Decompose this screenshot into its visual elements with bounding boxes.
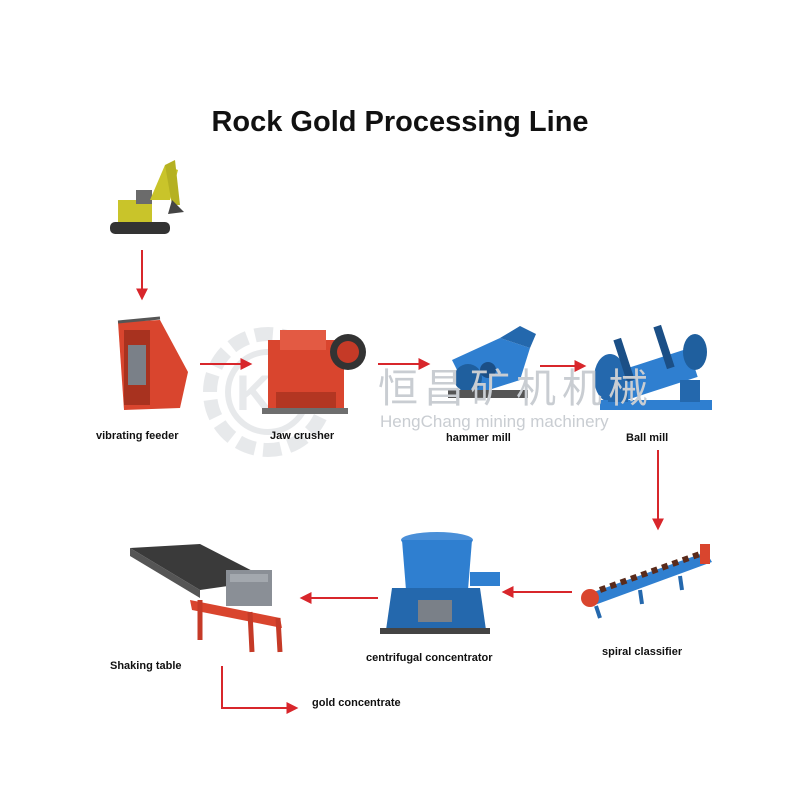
label-jaw-crusher: Jaw crusher	[270, 430, 335, 442]
watermark-english: HengChang mining machinery	[380, 412, 609, 431]
shaking-table-icon	[130, 544, 283, 653]
arrow-table-to-gold	[221, 666, 299, 714]
excavator-icon	[110, 160, 184, 234]
label-ball-mill: Ball mill	[626, 432, 669, 444]
vibrating-feeder-icon	[117, 316, 188, 410]
hammer-mill-icon	[448, 326, 536, 398]
ball-mill-icon	[594, 324, 712, 410]
label-shaking-table: Shaking table	[110, 660, 182, 672]
label-hammer-mill: hammer mill	[446, 432, 511, 444]
label-spiral-classifier: spiral classifier	[602, 646, 683, 658]
label-vibrating-feeder: vibrating feeder	[96, 430, 179, 442]
label-centrifugal-concentrator: centrifugal concentrator	[366, 652, 493, 664]
page-title: Rock Gold Processing Line	[211, 106, 589, 138]
spiral-classifier-icon	[581, 544, 712, 619]
flow-arrows	[136, 250, 664, 714]
jaw-crusher-icon	[262, 330, 366, 414]
label-gold-concentrate: gold concentrate	[312, 697, 401, 709]
centrifugal-concentrator-icon	[380, 532, 500, 634]
watermark-chinese: 恒昌矿机机械	[378, 366, 654, 412]
